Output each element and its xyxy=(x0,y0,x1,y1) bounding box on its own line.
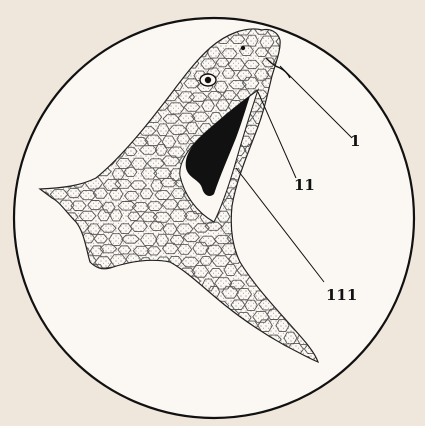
scale-cell xyxy=(59,68,72,77)
scale-cell xyxy=(296,25,313,37)
scale-cell xyxy=(48,35,64,46)
label-1: 1 xyxy=(350,132,360,150)
scale-cell xyxy=(65,38,77,47)
scale-cell xyxy=(29,26,42,35)
scale-cell xyxy=(100,22,118,34)
scale-cell xyxy=(72,47,89,59)
scale-cell xyxy=(34,344,49,352)
nostril xyxy=(241,46,245,50)
label-111: 111 xyxy=(326,286,357,304)
scale-cell xyxy=(42,47,59,58)
scale-cell xyxy=(56,49,73,59)
scale-cell xyxy=(25,355,42,365)
scale-cell xyxy=(45,355,57,366)
scale-cell xyxy=(50,58,64,67)
scale-cell xyxy=(94,38,110,48)
scale-cell xyxy=(81,35,94,47)
scale-cell xyxy=(51,79,63,89)
scale-cell xyxy=(73,24,88,33)
scale-cell xyxy=(29,46,42,58)
scale-cell xyxy=(319,35,334,47)
scale-cell xyxy=(32,81,49,89)
scale-cell xyxy=(59,24,73,35)
scale-cell xyxy=(115,25,133,34)
scale-cell xyxy=(44,24,56,36)
scale-cell xyxy=(66,58,79,69)
scale-cell xyxy=(28,70,43,78)
scale-cell xyxy=(88,24,103,34)
scale-cell xyxy=(28,332,43,343)
label-11: 11 xyxy=(294,176,315,194)
scale-cell xyxy=(32,60,49,68)
eye xyxy=(200,74,216,86)
scale-cell xyxy=(41,70,56,78)
scale-cell xyxy=(314,26,330,37)
scale-cell xyxy=(35,34,49,43)
scale-cell xyxy=(28,90,45,101)
